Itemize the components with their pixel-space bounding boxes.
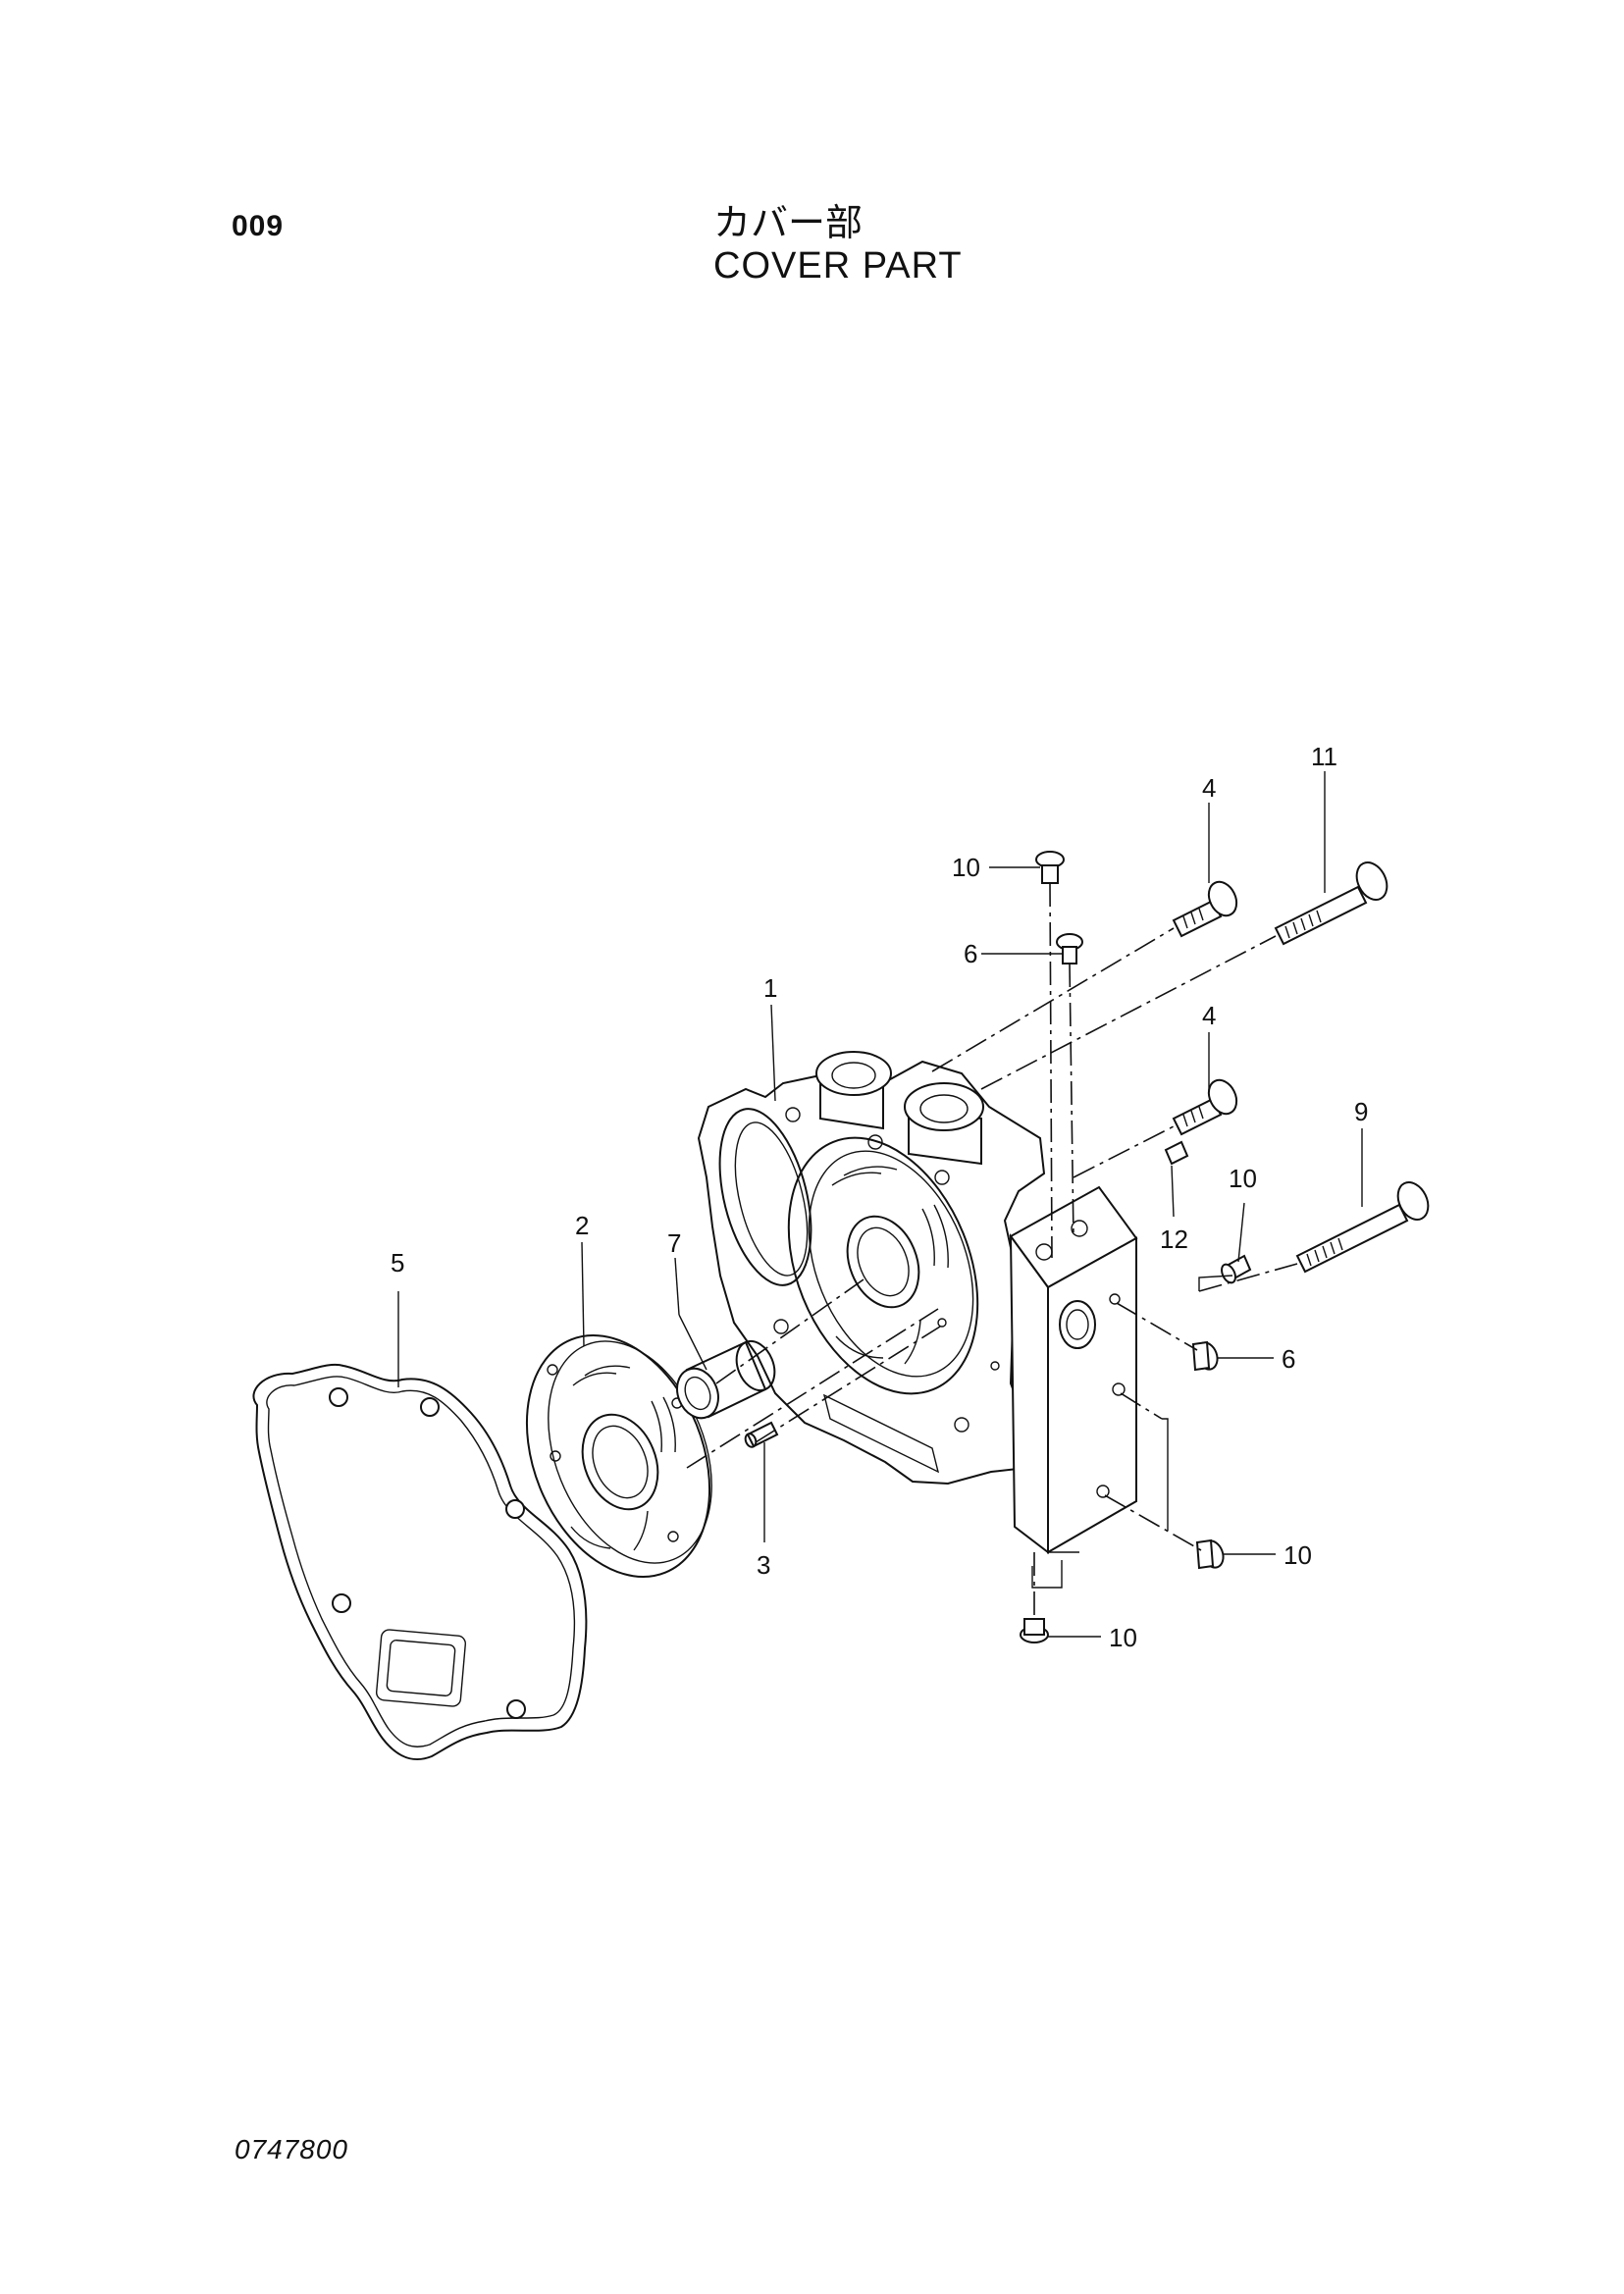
part-12-plug xyxy=(1164,1140,1189,1166)
part-4-bolt-lower xyxy=(1172,1078,1238,1136)
part-2-valve-plate xyxy=(525,1334,712,1578)
callout-4-lower: 4 xyxy=(1202,1001,1216,1030)
callout-3: 3 xyxy=(757,1550,770,1580)
part-6-plug-right xyxy=(1191,1340,1219,1372)
callout-10-top: 10 xyxy=(952,853,980,882)
callout-9: 9 xyxy=(1354,1097,1368,1126)
callout-11: 11 xyxy=(1311,742,1337,771)
part-1-cover-body xyxy=(697,1051,1138,1555)
callout-labels: 11 4 10 6 1 4 9 10 12 2 5 7 6 3 10 10 xyxy=(391,742,1368,1652)
part-10-plug-top xyxy=(1035,851,1065,884)
callout-7: 7 xyxy=(667,1228,681,1258)
part-10-plug-bottom xyxy=(1020,1618,1049,1643)
part-3-pin xyxy=(744,1421,779,1448)
callout-5: 5 xyxy=(391,1248,404,1277)
part-10-plug-right-upper xyxy=(1221,1254,1252,1284)
part-10-plug-right-lower xyxy=(1195,1538,1225,1570)
callout-10-bottom: 10 xyxy=(1109,1623,1137,1652)
callout-6-top: 6 xyxy=(964,939,977,968)
part-4-bolt-upper xyxy=(1172,880,1238,938)
callout-2: 2 xyxy=(575,1211,589,1240)
part-5-gasket xyxy=(252,1364,588,1761)
callout-6-right: 6 xyxy=(1282,1344,1295,1374)
callout-12: 12 xyxy=(1160,1225,1188,1254)
part-9-bolt xyxy=(1295,1181,1430,1274)
callout-1: 1 xyxy=(763,973,777,1003)
callout-10-right-lower: 10 xyxy=(1283,1540,1312,1570)
page-code: 009 xyxy=(232,210,285,242)
part-7-bushing xyxy=(676,1339,776,1420)
document-code: 0747800 xyxy=(235,2134,349,2164)
callout-10-right-upper: 10 xyxy=(1229,1164,1257,1193)
part-6-plug-top xyxy=(1056,933,1083,965)
callout-4-upper: 4 xyxy=(1202,773,1216,803)
page-title-en: COVER PART xyxy=(713,245,963,287)
assembly-centerlines xyxy=(686,882,1298,1619)
page-title-jp: カバー部 xyxy=(713,201,864,244)
leader-lines xyxy=(397,771,1363,1638)
part-11-bolt xyxy=(1274,861,1388,946)
